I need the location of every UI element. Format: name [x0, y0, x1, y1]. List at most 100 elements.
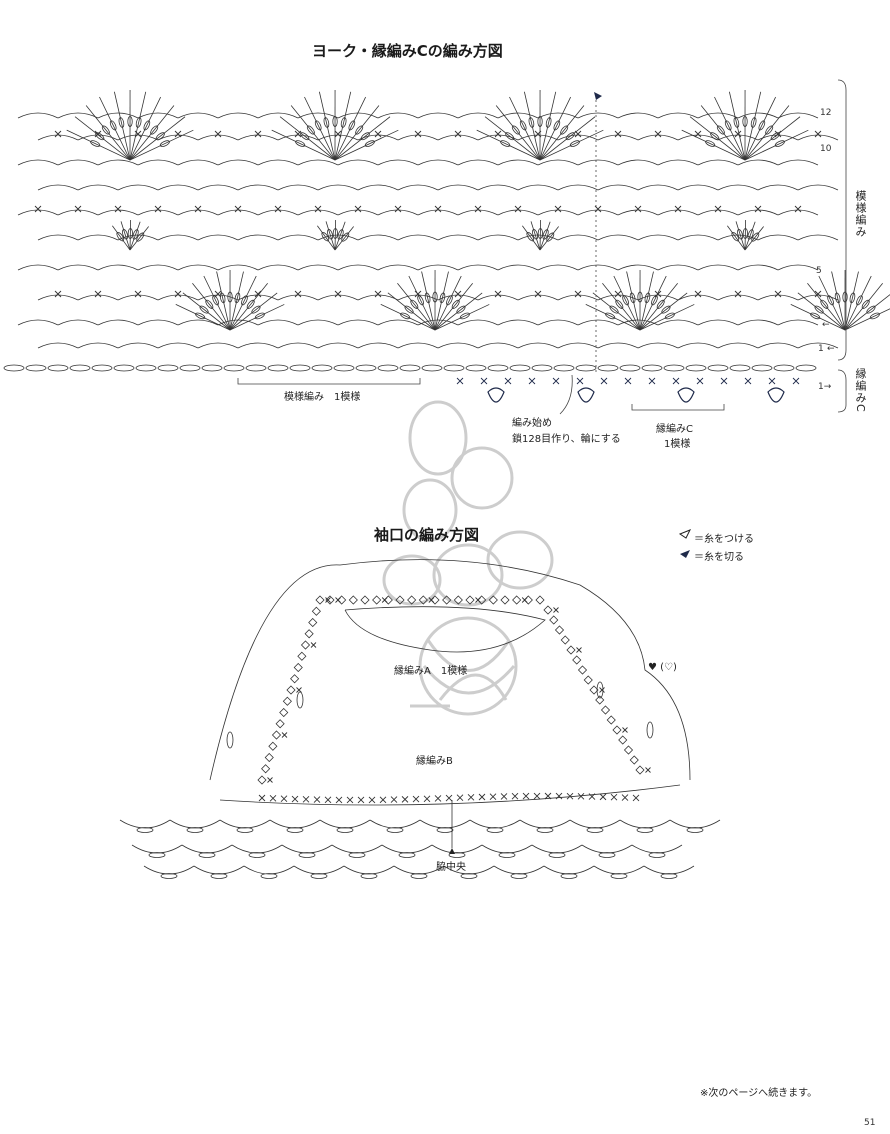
sc-stitch-symbol [614, 130, 622, 138]
sleeve-chain-diamond [618, 735, 628, 745]
dc-stitch-symbol [844, 275, 872, 331]
dc-stitch-symbol [744, 129, 809, 161]
repeat-bracket [237, 378, 421, 385]
dc-stitch-symbol [866, 305, 876, 314]
start-label-line2: 鎖128目作り、輪にする [512, 434, 621, 445]
dc-stitch-symbol [364, 140, 375, 147]
sleeve-chain-diamond [523, 595, 533, 605]
continue-note: ※次のページへ続きます。 [700, 1088, 818, 1099]
sleeve-chain-stitch [510, 873, 528, 879]
sc-stitch-symbol [354, 205, 362, 213]
chain-arc-symbol [217, 319, 259, 326]
foundation-chain-stitch [421, 364, 443, 372]
sleeve-chain-diamond [360, 595, 370, 605]
edging-section-bracket [837, 369, 847, 413]
chain-arc-symbol [77, 342, 119, 349]
chain-arc-symbol [357, 134, 399, 141]
dc-stitch-symbol [609, 305, 619, 314]
chain-arc-symbol [377, 319, 419, 326]
chain-arc-symbol [517, 234, 559, 241]
sleeve-chain-diamond [477, 595, 487, 605]
chain-arc-symbol [137, 319, 179, 326]
chain-arc-symbol [297, 264, 339, 271]
chain-arc-symbol [717, 134, 759, 141]
sc-stitch-symbol [267, 777, 273, 783]
dc-stitch-symbol [744, 91, 762, 161]
chain-arc-symbol [337, 112, 379, 119]
chain-arc-symbol [317, 134, 359, 141]
row-number-10: 10 [820, 144, 832, 154]
dc-stitch-symbol [869, 312, 880, 320]
sleeve-scallop-arc [143, 865, 195, 875]
cactus-pad-middle [450, 446, 514, 510]
chain-arc-symbol [497, 264, 539, 271]
dc-stitch-symbol [136, 232, 145, 242]
sleeve-chain-stitch [686, 827, 704, 833]
sleeve-chain-stitch [498, 852, 516, 858]
sc-stitch-symbol [674, 205, 682, 213]
chain-arc-symbol [537, 159, 579, 166]
sleeve-single-crochet-row [258, 792, 640, 804]
sleeve-scallop-arc [331, 844, 383, 854]
dc-stitch-symbol [537, 228, 543, 239]
sleeve-chain-diamond [465, 595, 475, 605]
dc-stitch-symbol [849, 292, 856, 304]
sc-stitch-symbol [774, 290, 782, 298]
dc-stitch-symbol [101, 125, 110, 135]
sleeve-chain-stitch [298, 852, 316, 858]
dc-stitch-symbol [844, 271, 859, 331]
yoke-foundation-chain [3, 364, 817, 372]
dc-stitch-symbol [203, 275, 231, 331]
chain-arc-symbol [737, 159, 779, 166]
chain-arc-symbol [537, 209, 579, 216]
chain-arc-symbol [497, 112, 539, 119]
chain-arc-symbol [617, 319, 659, 326]
sc-stitch-symbol [456, 377, 464, 385]
sc-stitch-symbol [291, 795, 299, 803]
yarn-ball [418, 616, 518, 716]
sc-stitch-symbol [412, 795, 420, 803]
dc-stitch-symbol [318, 91, 336, 161]
chain-arc-symbol [237, 342, 279, 349]
dc-stitch-symbol [434, 283, 473, 331]
sc-stitch-symbol [714, 205, 722, 213]
sleeve-chain-diamond [279, 707, 289, 718]
sc-stitch-symbol [576, 377, 584, 385]
sleeve-chain-stitch [536, 827, 554, 833]
dc-stitch-symbol [537, 116, 543, 127]
chain-arc-symbol [377, 112, 419, 119]
chain-arc-symbol [337, 209, 379, 216]
sleeve-chain-stitch [586, 827, 604, 833]
sleeve-chain-diamond [293, 662, 303, 673]
cut-yarn-marker [594, 92, 602, 100]
row-arrow-left: ← [822, 320, 830, 330]
chain-arc-symbol [197, 234, 239, 241]
chain-arc-symbol [277, 234, 319, 241]
sc-stitch-symbol [576, 647, 582, 653]
edging-row-one-marker: 1→ [818, 382, 832, 392]
legend-cut-marker [680, 550, 690, 558]
dc-stitch-symbol [742, 116, 748, 127]
sleeve-chain-stitch [336, 827, 354, 833]
chain-arc-symbol [17, 264, 59, 271]
chain-arc-symbol [257, 159, 299, 166]
chain-arc-symbol [557, 234, 599, 241]
sc-stitch-symbol [634, 205, 642, 213]
sc-stitch-symbol [368, 796, 376, 804]
sleeve-bottom-edge [219, 784, 681, 806]
foundation-chain-stitch [377, 364, 399, 372]
sc-stitch-symbol [34, 205, 42, 213]
sc-stitch-symbol [528, 377, 536, 385]
sc-stitch-symbol [494, 290, 502, 298]
sc-stitch-symbol [269, 795, 277, 802]
sleeve-chain-diamond [372, 595, 382, 605]
sc-stitch-symbol [302, 796, 310, 803]
sc-stitch-symbol [624, 377, 632, 385]
sc-stitch-symbol [310, 642, 317, 648]
foundation-chain-stitch [531, 364, 553, 372]
edging-a-label: 縁編みA 1模様 [394, 666, 468, 677]
sleeve-chain-stitch [560, 873, 578, 879]
chain-arc-symbol [517, 294, 559, 301]
dc-stitch-symbol [727, 225, 746, 251]
dc-stitch-symbol [565, 132, 575, 141]
